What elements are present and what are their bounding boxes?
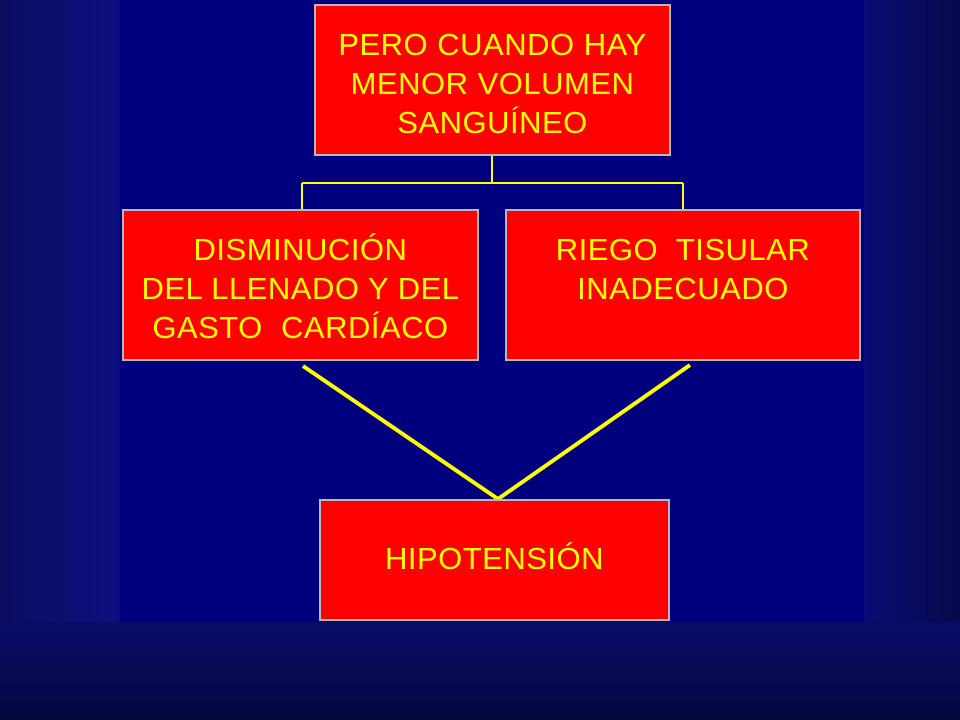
box-text-line: RIEGO TISULAR [555, 232, 811, 267]
box-text-line: PERO CUANDO HAY [338, 27, 647, 62]
box-text-line: MENOR VOLUMEN [350, 66, 635, 101]
box-hipotension: HIPOTENSIÓN [319, 499, 670, 621]
box-disminucion-llenado-gasto: DISMINUCIÓN DEL LLENADO Y DEL GASTO CARD… [122, 209, 479, 361]
box-text-line: DISMINUCIÓN [193, 232, 408, 267]
slide-background-bottom [0, 622, 960, 720]
box-text-line: HIPOTENSIÓN [384, 541, 605, 576]
box-text-line: SANGUÍNEO [397, 105, 588, 140]
box-riego-tisular-inadecuado: RIEGO TISULAR INADECUADO [505, 209, 861, 361]
connector-left-diagonal [301, 364, 500, 501]
box-text-line: DEL LLENADO Y DEL [141, 271, 460, 306]
box-text-line: INADECUADO [577, 271, 789, 306]
connector-right-diagonal [496, 363, 692, 501]
box-menor-volumen-sanguineo: PERO CUANDO HAY MENOR VOLUMEN SANGUÍNEO [314, 4, 671, 156]
box-text-line: GASTO CARDÍACO [152, 310, 449, 345]
